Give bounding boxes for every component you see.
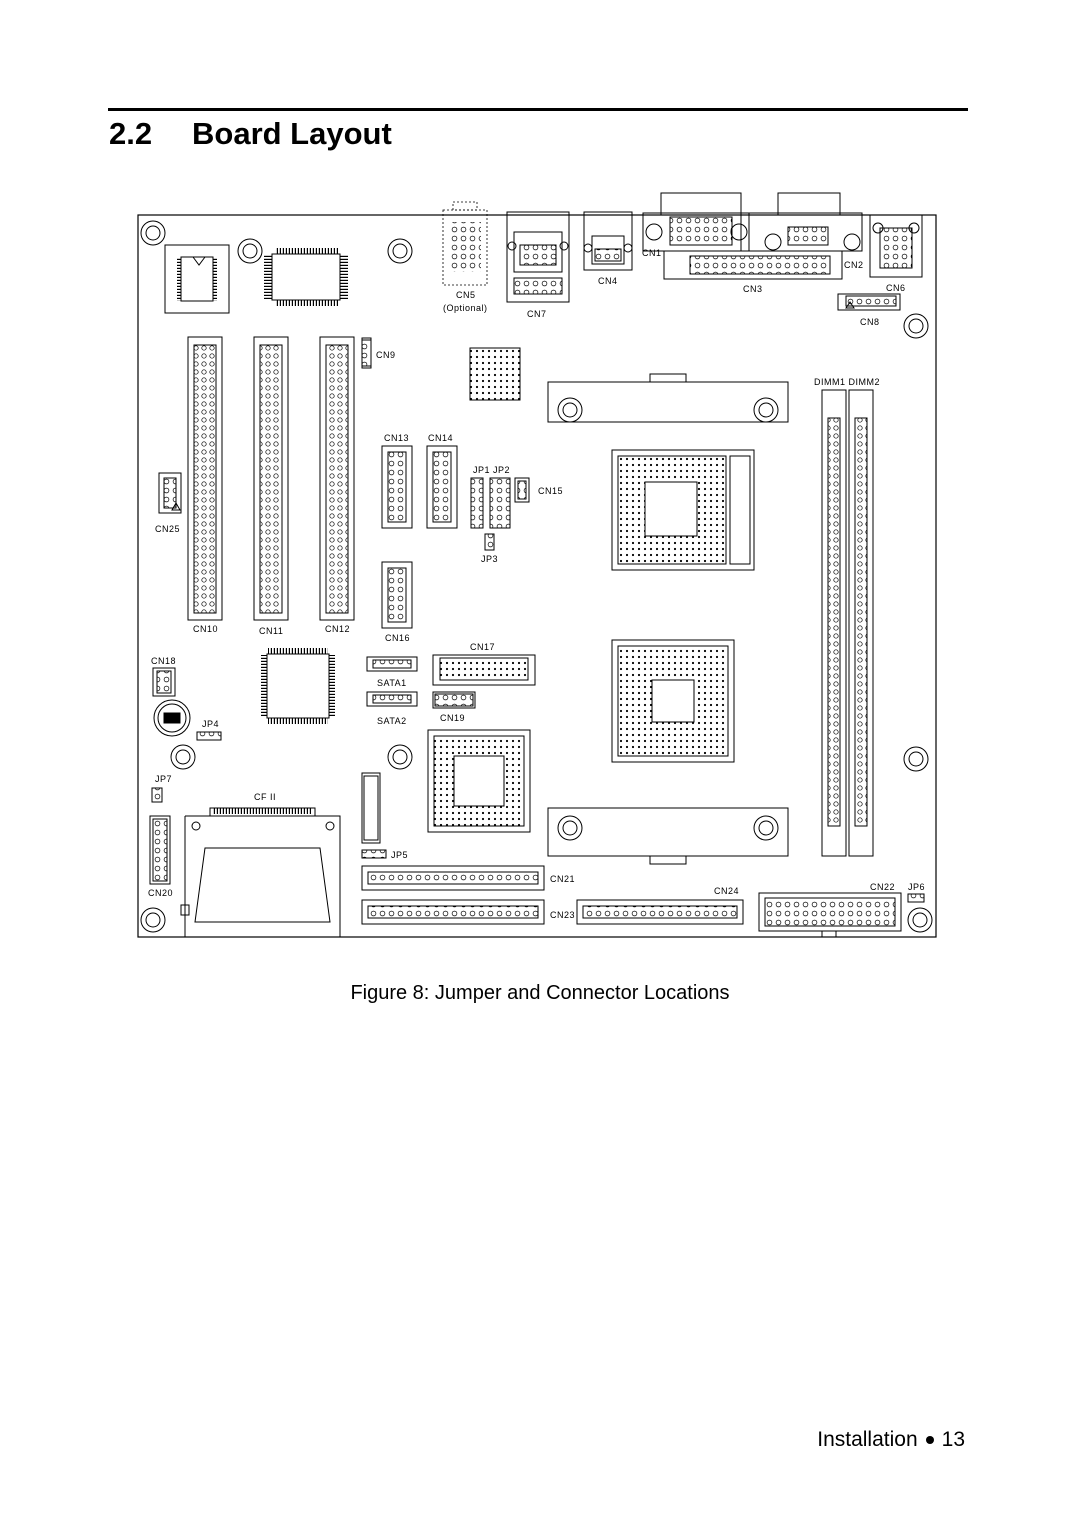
footer-section: Installation: [817, 1428, 918, 1451]
slot-cn11: [253, 336, 289, 621]
jp1jp2-label: JP1 JP2: [473, 465, 510, 475]
io-controller-chip: [261, 648, 335, 724]
cn19-label: CN19: [440, 713, 465, 723]
cn12-label: CN12: [325, 624, 350, 634]
cn20-header: [149, 815, 171, 885]
jp5-label: JP5: [391, 850, 408, 860]
cn18-label: CN18: [151, 656, 176, 666]
cn13-label: CN13: [384, 433, 409, 443]
cn10-label: CN10: [193, 624, 218, 634]
sata1-label: SATA1: [377, 678, 407, 688]
cn7-connector: [506, 211, 570, 303]
cn23-connector: [361, 899, 545, 925]
page-number: 13: [941, 1428, 965, 1451]
cn16-header: [381, 561, 413, 629]
sata2-connector: [366, 691, 418, 707]
header-rule: [108, 108, 968, 111]
dimm-slots: [821, 389, 874, 857]
graphics-memory-chip: [611, 639, 735, 763]
bios-socket: [164, 244, 230, 314]
battery: [153, 699, 191, 737]
sata2-label: SATA2: [377, 716, 407, 726]
dimm-label: DIMM1 DIMM2: [814, 377, 880, 387]
cn8-connector: [837, 293, 901, 311]
cn25-label: CN25: [155, 524, 180, 534]
cn17-connector: [432, 654, 536, 686]
cn24-connector: [576, 899, 744, 925]
jp3-label: JP3: [481, 554, 498, 564]
jp7-label: JP7: [155, 774, 172, 784]
cn20-label: CN20: [148, 888, 173, 898]
cn21-connector: [361, 865, 545, 891]
cn18-connector: [152, 667, 176, 697]
cn6-label: CN6: [886, 283, 906, 293]
cn9-label: CN9: [376, 350, 396, 360]
super-io-chip: [264, 248, 348, 306]
cn6-connector: [869, 214, 923, 278]
jp4-jumper: [196, 731, 222, 741]
cn13-header: [381, 445, 413, 529]
cn15-label: CN15: [538, 486, 563, 496]
jp5-jumper: [361, 849, 387, 859]
cn22-label: CN22: [870, 882, 895, 892]
cn1-connector: [642, 192, 750, 252]
jp3-jumper: [484, 533, 495, 551]
cn3-connector: [663, 250, 843, 280]
cn9-jumper: [361, 337, 372, 369]
vertical-header: [361, 772, 381, 844]
jp6-label: JP6: [908, 882, 925, 892]
cn5-note: (Optional): [443, 303, 488, 313]
cn25-connector: [158, 472, 182, 514]
cn2-label: CN2: [844, 260, 864, 270]
cn1-label: CN1: [642, 248, 662, 258]
cn2-connector: [740, 192, 863, 252]
cn11-label: CN11: [259, 626, 283, 636]
section-title: Board Layout: [192, 116, 392, 151]
cn16-label: CN16: [385, 633, 410, 643]
bullet-icon: [925, 1436, 934, 1445]
slot-cn10: [187, 336, 223, 621]
mounting-holes: [140, 220, 933, 933]
board-outline: [137, 214, 937, 938]
jp4-label: JP4: [202, 719, 219, 729]
figure-caption: Figure 8: Jumper and Connector Locations: [350, 982, 730, 1004]
cf-card-slot: [180, 807, 341, 937]
section-number: 2.2: [109, 116, 153, 151]
cn15-connector: [514, 477, 530, 503]
cpu-retention-bottom: [547, 807, 789, 865]
cn24-label: CN24: [714, 886, 739, 896]
page-footer: Installation 13: [817, 1428, 965, 1452]
cpu-socket: [611, 449, 755, 571]
cn19-connector: [432, 691, 476, 709]
jp1-jp2-jumpers: [470, 477, 511, 529]
cn7-label: CN7: [527, 309, 547, 319]
jp7-jumper: [151, 787, 163, 803]
cn23-label: CN23: [550, 910, 575, 920]
sata1-connector: [366, 656, 418, 672]
cn14-label: CN14: [428, 433, 453, 443]
cn22-connector: [758, 892, 902, 938]
slot-cn12: [319, 336, 355, 621]
cn14-header: [426, 445, 458, 529]
cn5-connector: [442, 201, 488, 286]
cn4-label: CN4: [598, 276, 618, 286]
cn5-label: CN5: [456, 290, 476, 300]
cn21-label: CN21: [550, 874, 575, 884]
jp6-jumper: [907, 893, 925, 903]
cn4-connector: [583, 211, 633, 271]
cn17-label: CN17: [470, 642, 495, 652]
cn8-label: CN8: [860, 317, 880, 327]
chipset-south: [427, 729, 531, 833]
cf2-label: CF II: [254, 792, 276, 802]
cn3-label: CN3: [743, 284, 763, 294]
chipset-north: [469, 347, 521, 401]
cpu-retention-top: [547, 373, 789, 423]
